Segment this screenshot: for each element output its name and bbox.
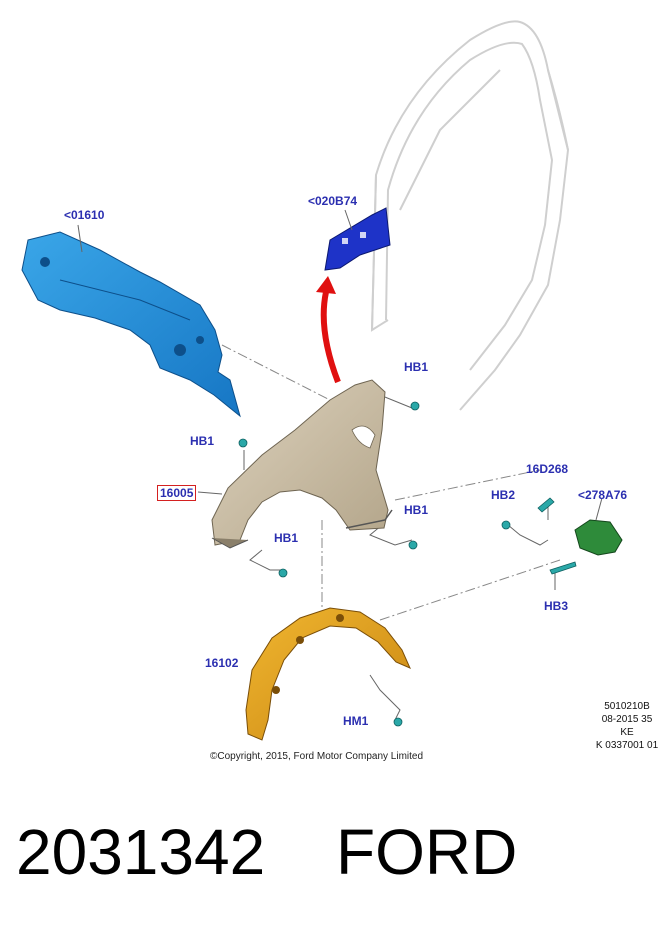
info-line-1: 5010210B [604,701,650,712]
label-020b74[interactable]: <020B74 [308,194,358,208]
info-line-3: KE [620,727,634,738]
label-hb2[interactable]: HB2 [491,488,516,502]
part-number: 2031342 [16,816,266,888]
label-16102[interactable]: 16102 [205,656,239,670]
label-01610[interactable]: <01610 [64,208,105,222]
screw-hb1-top-icon [410,401,420,411]
info-line-2: 08-2015 35 [601,714,653,725]
screw-hb1-left-icon [238,438,248,448]
label-278a76[interactable]: <278A76 [578,488,628,502]
dash-panel-part [21,231,241,418]
diagram-info-block: 5010210B 08-2015 35 KE K 0337001 01 [590,700,664,752]
leader-lines [221,344,561,621]
label-hm1[interactable]: HM1 [343,714,369,728]
label-hb1-top[interactable]: HB1 [404,360,429,374]
label-16005[interactable]: 16005 [157,485,197,501]
screw-hb2-icon [501,520,511,530]
fender-part [211,379,393,549]
clip-16d268-icon [537,497,555,513]
label-16d268[interactable]: 16D268 [526,462,569,476]
clip-hm1-icon [393,717,403,727]
label-hb1-right[interactable]: HB1 [404,503,429,517]
copyright-notice: ©Copyright, 2015, Ford Motor Company Lim… [210,751,424,762]
brand-name: FORD [336,816,518,888]
deflector-part [574,519,623,556]
screw-hb1-bottom-icon [278,568,288,578]
screw-hb3-icon [549,561,577,575]
label-hb1-bottom[interactable]: HB1 [274,531,299,545]
info-line-4: K 0337001 01 [595,740,659,751]
label-hb3[interactable]: HB3 [544,599,569,613]
bracket-part [324,207,391,271]
door-frame-outline [370,20,570,411]
fastener-icons [238,401,577,727]
label-hb1-left[interactable]: HB1 [190,434,215,448]
screw-hb1-right-icon [408,540,418,550]
assembly-arrow [316,276,341,384]
wheel-liner-part [245,607,411,741]
